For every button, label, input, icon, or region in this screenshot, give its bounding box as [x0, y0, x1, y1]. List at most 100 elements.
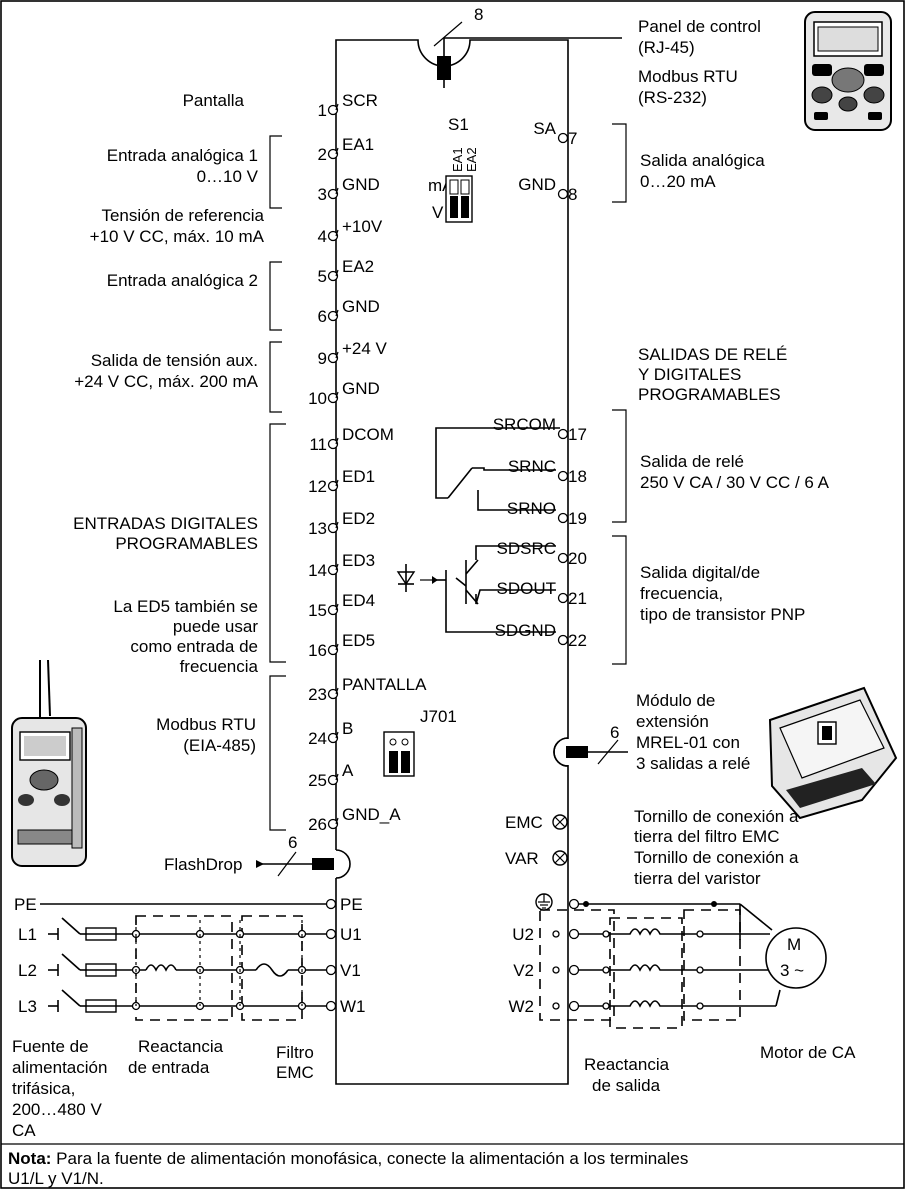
label-ref: Tensión de referencia — [101, 206, 264, 225]
terminal-screw — [327, 310, 339, 322]
terminal-name: GND — [518, 175, 556, 194]
label-supply-4: 200…480 V — [12, 1100, 102, 1119]
terminal-screw — [327, 270, 339, 282]
ground-icon — [535, 893, 553, 911]
label-l3: L3 — [18, 997, 37, 1016]
right-terminal: 8 GND — [518, 175, 577, 204]
cable-count-flash: 6 — [288, 833, 297, 852]
flashdrop-connector-bulge — [335, 849, 351, 879]
terminal-name: SCR — [342, 91, 378, 110]
label-filter-2: EMC — [276, 1063, 314, 1082]
label-ext-1: Módulo de — [636, 691, 715, 710]
terminal-name: DCOM — [342, 425, 394, 444]
terminal-name: GND — [342, 175, 380, 194]
terminal-screw — [327, 644, 339, 656]
optocoupler-diode — [396, 564, 438, 592]
label-filter-1: Filtro — [276, 1043, 314, 1062]
terminal-name: EA2 — [342, 257, 374, 276]
label-supply-1: Fuente de — [12, 1037, 89, 1056]
label-motor-ac: Motor de CA — [760, 1043, 856, 1062]
terminal-screw — [557, 470, 569, 482]
terminal-v2: V2 — [513, 961, 534, 980]
label-ext-4: 3 salidas a relé — [636, 754, 750, 773]
j701-jumper[interactable] — [383, 731, 415, 777]
terminal-number: 3 — [318, 185, 327, 204]
label-out-reactor-2: de salida — [592, 1076, 661, 1095]
input-reactor-box — [135, 915, 233, 1021]
label-aux-spec: +24 V CC, máx. 200 mA — [74, 372, 258, 391]
terminal-number: 23 — [308, 685, 327, 704]
label-var-2: tierra del varistor — [634, 869, 761, 888]
terminal-name: ED2 — [342, 509, 375, 528]
terminal-number: 24 — [308, 729, 327, 748]
label-pantalla: Pantalla — [183, 91, 245, 110]
left-terminal: 3 GND — [318, 175, 380, 204]
emc-terminal-label: EMC — [505, 813, 543, 832]
terminal-name: ED5 — [342, 631, 375, 650]
terminal-number: 11 — [309, 435, 327, 454]
terminal-screw — [557, 512, 569, 524]
output-filter-box-1 — [539, 909, 615, 1021]
label-ea1-range: 0…10 V — [197, 167, 259, 186]
terminal-screw — [557, 132, 569, 144]
label-emc-1: Tornillo de conexión a — [634, 807, 799, 826]
label-relay-2: 250 V CA / 30 V CC / 6 A — [640, 473, 830, 492]
label-modbus232-2: (RS-232) — [638, 88, 707, 107]
terminal-screw — [557, 634, 569, 646]
terminal-name: ED1 — [342, 467, 375, 486]
left-terminal: 25A — [308, 761, 354, 790]
label-supply-2: alimentación — [12, 1058, 107, 1077]
label-dout-2: frecuencia, — [640, 584, 723, 603]
terminal-number: 8 — [568, 185, 577, 204]
var-screw-icon — [552, 850, 568, 866]
terminal-name: SDOUT — [497, 579, 557, 598]
label-supply-5: CA — [12, 1121, 36, 1140]
motor-m-label: M — [787, 935, 801, 954]
terminal-screw — [327, 688, 339, 700]
cable-count-ext: 6 — [610, 723, 619, 742]
label-ed5-3: como entrada de — [130, 637, 258, 656]
label-ed5-2: puede usar — [173, 617, 258, 636]
terminal-screw — [557, 188, 569, 200]
terminal-u2: U2 — [512, 925, 534, 944]
terminal-number: 16 — [308, 641, 327, 660]
drive-unit-image — [11, 659, 87, 867]
terminal-number: 9 — [318, 349, 327, 368]
s1-ea2-label: EA2 — [464, 147, 479, 172]
label-panel: Panel de control — [638, 17, 761, 36]
terminal-screw — [327, 230, 339, 242]
terminal-screw — [327, 522, 339, 534]
terminal-number: 22 — [568, 631, 587, 650]
label-flashdrop: FlashDrop — [164, 855, 242, 874]
motor-phase-label: 3 ~ — [780, 961, 804, 980]
terminal-screw — [327, 732, 339, 744]
terminal-name: SDGND — [495, 621, 556, 640]
label-in-reactor-2: de entrada — [128, 1058, 210, 1077]
terminal-screw — [327, 352, 339, 364]
output-reactor-box — [609, 917, 683, 1029]
terminal-screw — [327, 104, 339, 116]
s1-label: S1 — [448, 115, 469, 134]
note-text: Nota: Para la fuente de alimentación mon… — [8, 1149, 688, 1168]
terminal-number: 14 — [308, 561, 327, 580]
s1-dip-switch[interactable] — [445, 175, 473, 223]
label-dout: Salida digital/de — [640, 563, 760, 582]
input-lines — [48, 917, 337, 1013]
terminal-number: 1 — [318, 101, 327, 120]
terminal-name: +24 V — [342, 339, 388, 358]
terminal-name: A — [342, 761, 354, 780]
label-modbus485: Modbus RTU — [156, 715, 256, 734]
label-panel-2: (RJ-45) — [638, 38, 695, 57]
label-ref-spec: +10 V CC, máx. 10 mA — [90, 227, 265, 246]
left-terminal: 11 DCOM — [309, 425, 394, 454]
label-in-reactor-1: Reactancia — [138, 1037, 224, 1056]
